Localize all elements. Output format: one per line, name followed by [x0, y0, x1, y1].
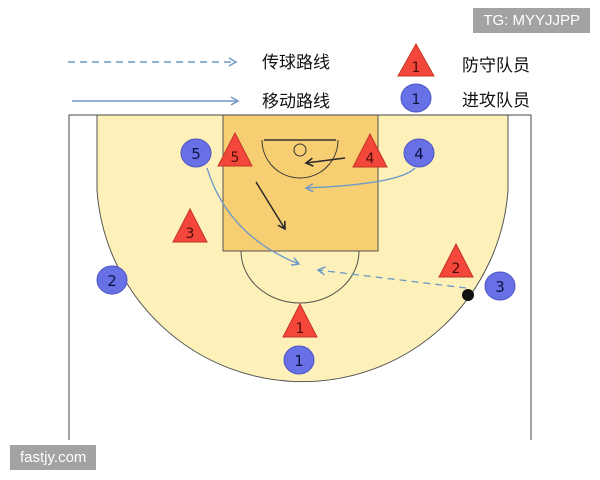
defender-5: 5 — [217, 131, 253, 167]
legend-defender-label: 防守队员 — [462, 56, 530, 76]
legend-attacker-icon: 1 — [400, 83, 432, 113]
defender-number: 1 — [296, 321, 305, 337]
legend-pass-label: 传球路线 — [262, 53, 330, 73]
legend-defender-icon-number: 1 — [412, 60, 421, 76]
defender-4-rotation — [304, 157, 346, 167]
defender-2: 2 — [438, 242, 474, 278]
defender-number: 5 — [231, 150, 240, 166]
paint-lane — [222, 114, 379, 252]
defender-5-rotation — [255, 181, 286, 231]
legend-defender-icon: 1 — [397, 42, 435, 77]
legend-attacker-icon-number: 1 — [412, 92, 421, 108]
attacker-3: 3 — [484, 271, 516, 301]
attacker-2: 2 — [96, 265, 128, 295]
restricted-area-arc — [261, 139, 339, 179]
move-route-4-to-basket — [304, 167, 416, 193]
attacker-number: 2 — [107, 272, 117, 290]
move-route-5-cut — [206, 167, 301, 266]
legend: 传球路线 移动路线 1 防守队员 1 进攻队员 — [68, 42, 530, 113]
defender-3: 3 — [172, 207, 208, 243]
watermark-bottom: fastjy.com — [10, 445, 97, 470]
attacker-number: 4 — [414, 145, 424, 163]
defender-number: 2 — [452, 261, 461, 277]
half-court — [68, 114, 532, 440]
attacker-number: 1 — [294, 352, 304, 370]
pass-route-3-to-high-post — [316, 266, 467, 289]
watermark-top: TG: MYYJJPP — [473, 8, 590, 33]
defender-number: 3 — [186, 226, 195, 242]
routes — [206, 157, 467, 289]
defender-1: 1 — [282, 302, 318, 338]
court-boundary — [68, 114, 532, 440]
attacker-number: 3 — [495, 278, 505, 296]
legend-move-label: 移动路线 — [262, 92, 330, 112]
attacker-number: 5 — [191, 145, 201, 163]
legend-attacker-label: 进攻队员 — [462, 91, 530, 111]
attacker-4: 4 — [403, 138, 435, 168]
basket-rim — [293, 143, 307, 157]
defender-number: 4 — [366, 151, 375, 167]
basketball — [462, 289, 474, 301]
attacker-5: 5 — [180, 138, 212, 168]
attacker-1: 1 — [283, 345, 315, 375]
defender-4: 4 — [352, 132, 388, 168]
